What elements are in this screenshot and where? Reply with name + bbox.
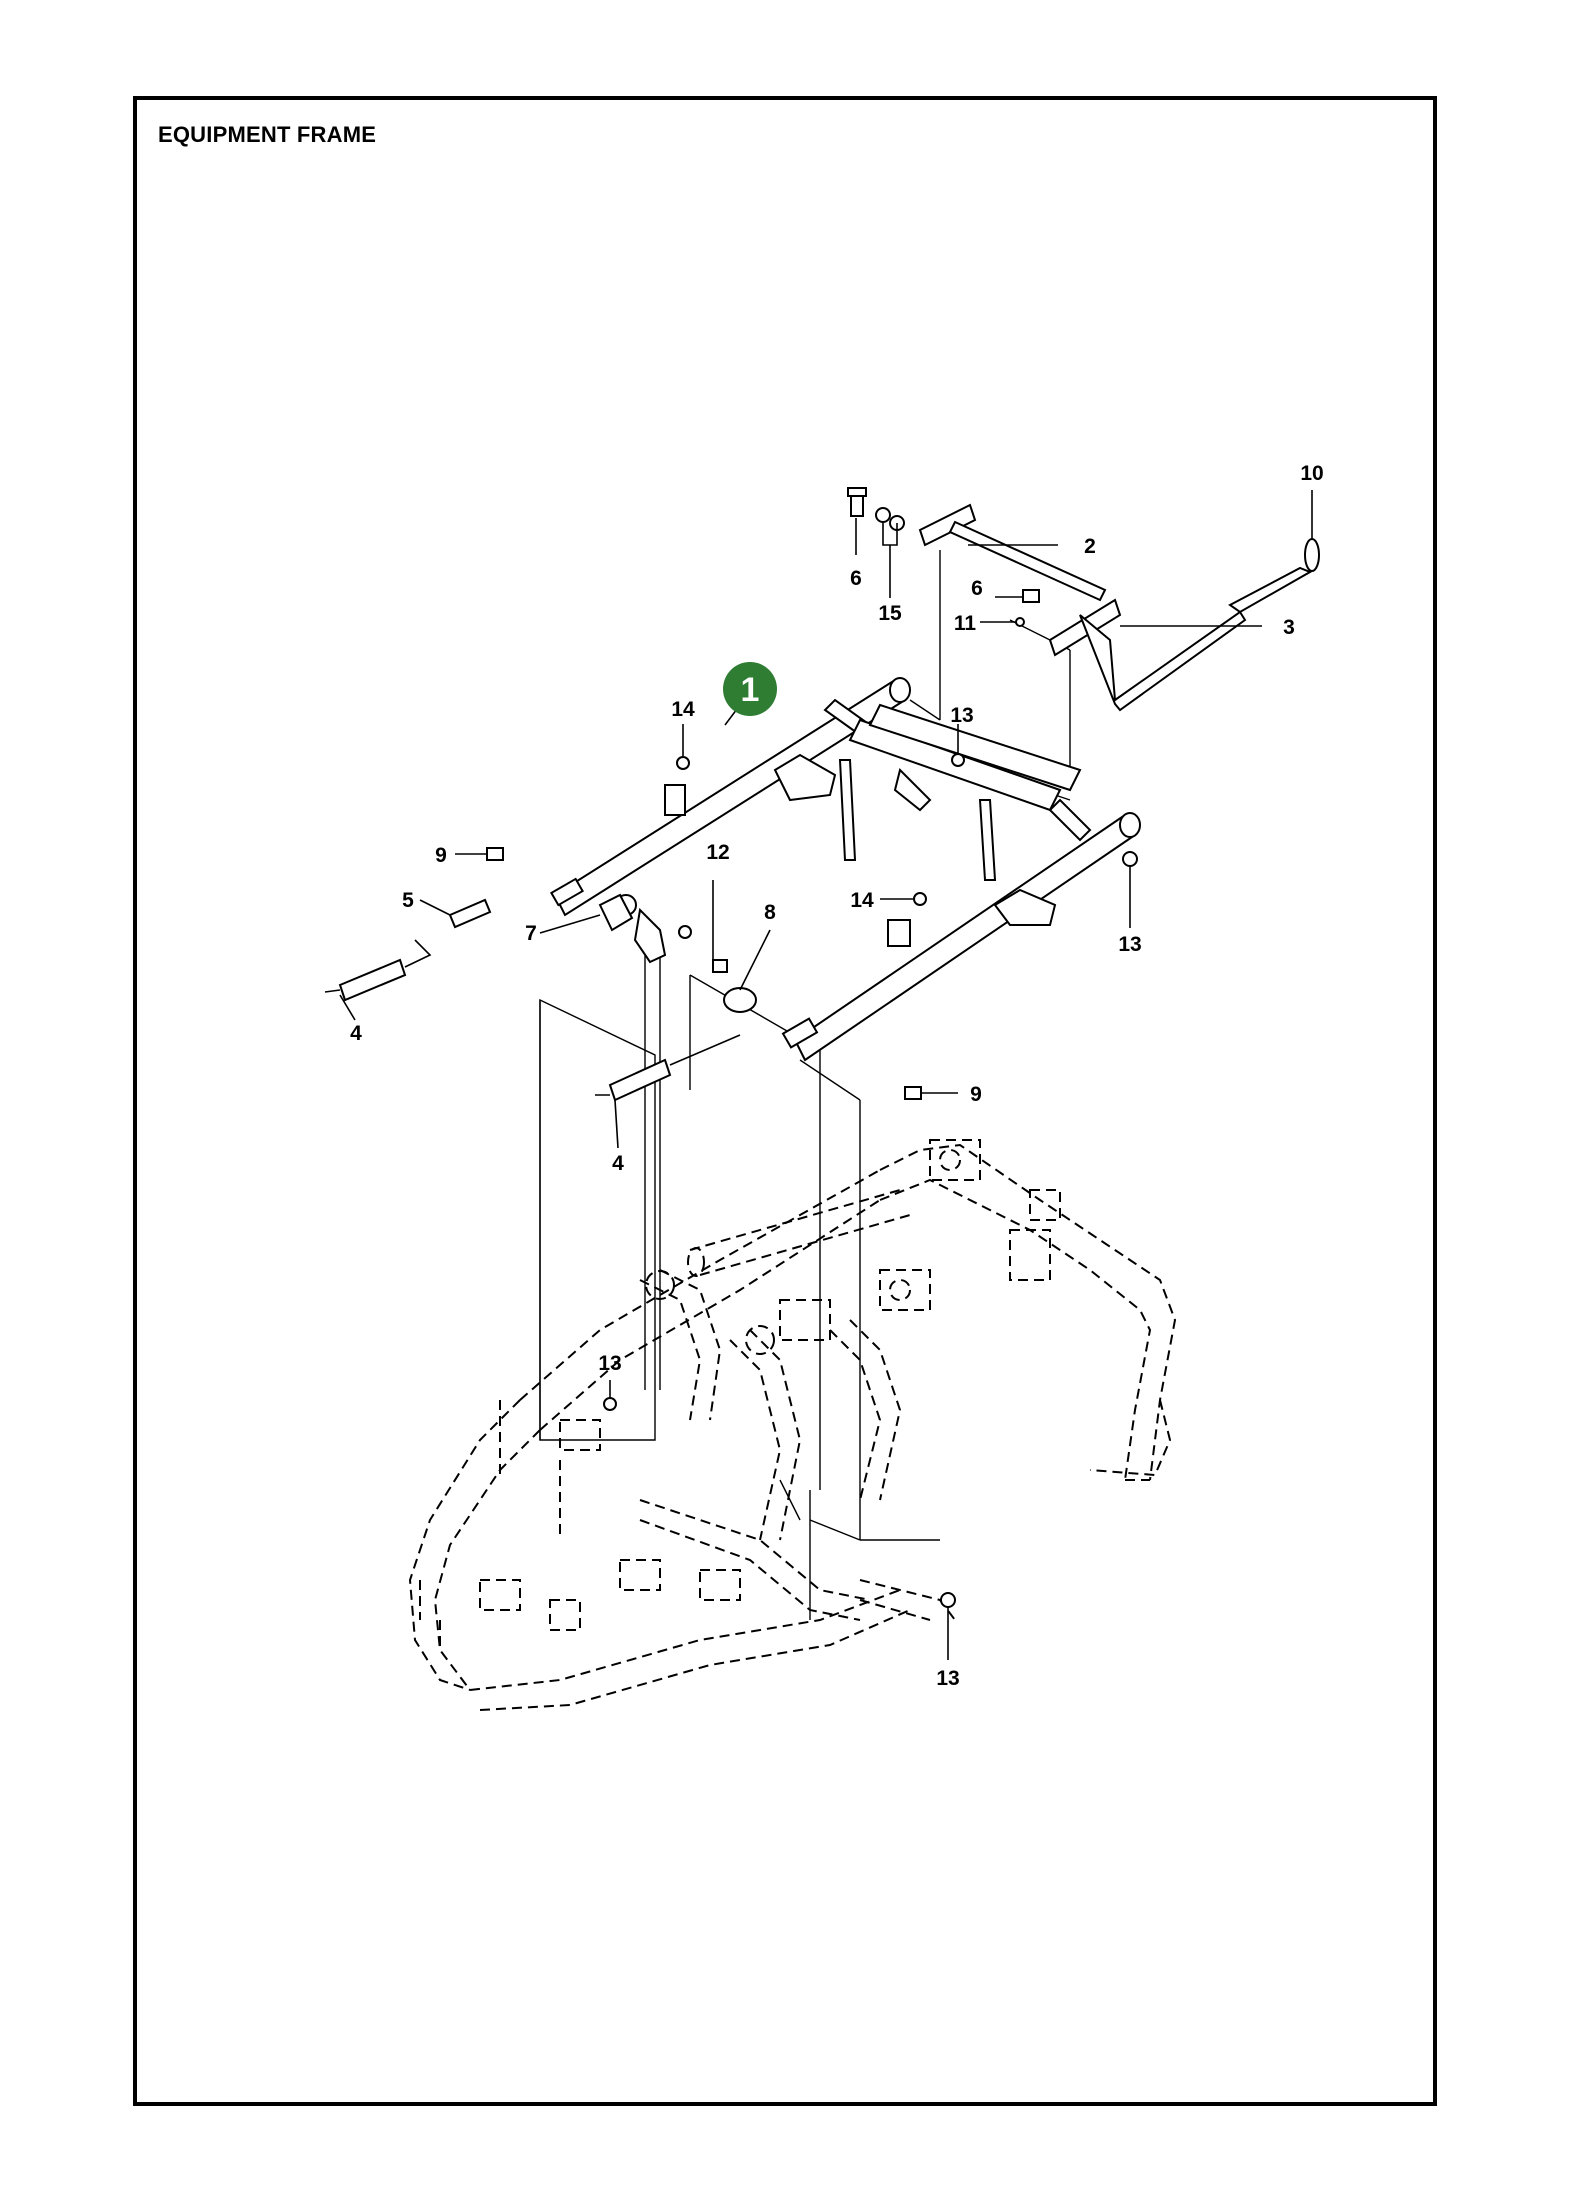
callout-labels: 10 2 6 15 6 11 3 14 13 9 12 5 8 14 13 7 … — [350, 462, 1324, 1690]
callout-9: 9 — [435, 844, 447, 867]
callout-4: 4 — [350, 1022, 362, 1045]
tractor-frame-outline — [408, 1139, 1177, 1711]
callout-13: 13 — [1118, 933, 1141, 956]
callout-12: 12 — [706, 841, 729, 864]
callout-5: 5 — [402, 889, 414, 912]
part-1-badge: 1 — [723, 662, 777, 716]
callout-13: 13 — [598, 1352, 621, 1375]
callout-11: 11 — [954, 612, 977, 635]
hardware-parts — [324, 487, 1320, 1608]
callout-14: 14 — [850, 889, 874, 912]
callout-9: 9 — [970, 1083, 982, 1106]
callout-13: 13 — [936, 1667, 959, 1690]
callout-15: 15 — [878, 602, 902, 625]
callout-4: 4 — [612, 1152, 624, 1175]
page-title: EQUIPMENT FRAME — [158, 122, 377, 147]
callout-7: 7 — [525, 922, 537, 945]
callout-6: 6 — [971, 577, 983, 600]
callout-2: 2 — [1084, 535, 1096, 558]
equipment-frame-part — [550, 677, 1141, 1062]
callout-13: 13 — [950, 704, 973, 727]
part-1-badge-number: 1 — [741, 671, 760, 709]
callout-10: 10 — [1300, 462, 1323, 485]
alignment-lines — [539, 550, 1071, 1620]
callout-14: 14 — [671, 698, 695, 721]
callout-8: 8 — [764, 901, 776, 924]
callout-6: 6 — [850, 567, 862, 590]
leader-lines — [339, 490, 1313, 1660]
callout-3: 3 — [1283, 616, 1295, 639]
diagram-border — [133, 96, 1437, 2106]
